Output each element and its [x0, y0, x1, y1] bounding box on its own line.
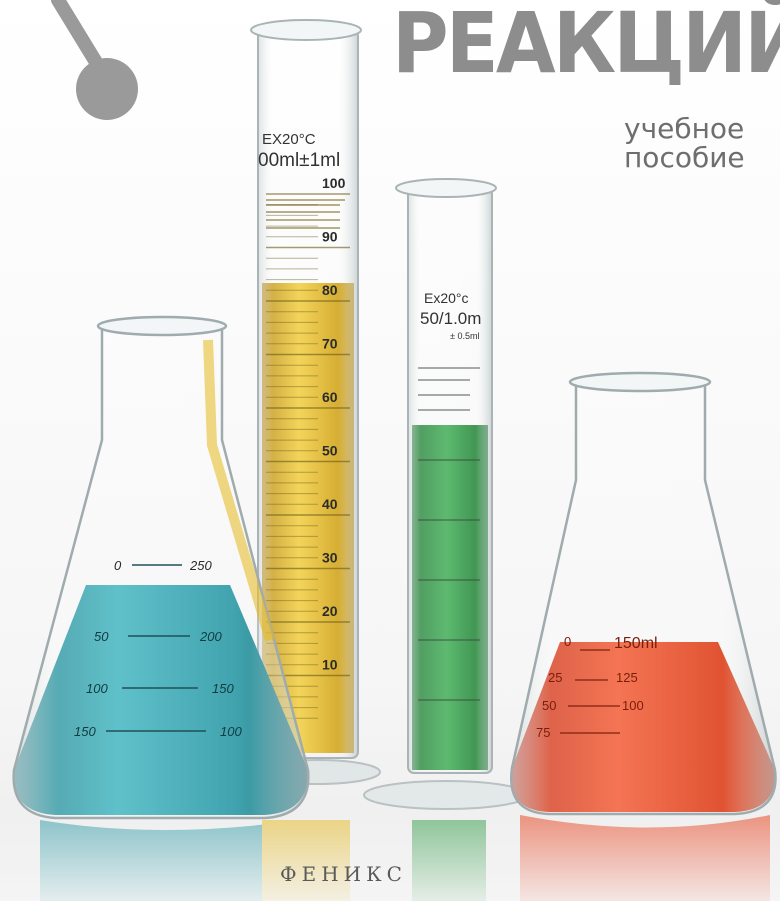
publisher-logo: ФЕНИКС: [280, 862, 407, 886]
graduated-cylinder-small: [363, 178, 529, 810]
cylinder-large-tick-label: 60: [322, 389, 338, 405]
cylinder-large-tick-label: 50: [322, 443, 338, 459]
subtitle-line-1: учебное: [624, 112, 745, 145]
erlenmeyer-flask-right: [510, 371, 777, 816]
cylinder-large-tick-label: 20: [322, 603, 338, 619]
cover-subtitle: учебное пособие: [624, 114, 745, 172]
flask-right-scale-l2: 50: [542, 698, 556, 713]
cylinder-small-spec-2: 50/1.0m: [420, 309, 481, 328]
erlenmeyer-flask-left: [12, 315, 310, 820]
flask-right-scale: 0 150ml 25 125 50 100 75: [536, 634, 658, 740]
flask-right-scale-r2: 100: [622, 698, 644, 713]
subtitle-line-2: пособие: [624, 141, 745, 174]
flask-right-scale-l3: 75: [536, 725, 550, 740]
flask-right-scale-l0: 0: [564, 634, 571, 649]
cylinder-small-labels: Ex20°c 50/1.0m ± 0.5ml: [420, 290, 481, 341]
flask-left-scale-r0: 250: [189, 558, 212, 573]
flask-right-scale-r0: 150ml: [614, 635, 658, 652]
cover-title: РЕАКЦИЙ: [392, 0, 780, 92]
cylinder-large-labels: EX20°C 00ml±1ml: [258, 131, 340, 171]
cylinder-small-spec-3: ± 0.5ml: [450, 331, 479, 341]
cylinder-large-tick-label: 70: [322, 336, 338, 352]
cylinder-large-tick-label: 40: [322, 496, 338, 512]
flask-left-scale-l1: 50: [94, 629, 109, 644]
cylinder-large-tick-label: 80: [322, 282, 338, 298]
table-reflections: [0, 810, 780, 901]
cylinder-large-spec-1: EX20°C: [262, 131, 316, 148]
cylinder-large-tick-label: 10: [322, 657, 338, 673]
cylinder-large-tick-labels: 100 90 80 70 60 50 40 30 20 10: [322, 175, 346, 673]
cylinder-large-tick-label: 90: [322, 229, 338, 245]
flask-left-scale-l2: 100: [86, 681, 108, 696]
cylinder-small-spec-1: Ex20°c: [424, 290, 469, 306]
logo-ball-icon: [51, 0, 138, 120]
flask-left-scale-r2: 150: [212, 681, 234, 696]
flask-left-scale-r1: 200: [199, 629, 222, 644]
flask-right-scale-l1: 25: [548, 670, 562, 685]
flask-left-scale: 0 250 50 200 100 150 150 100: [74, 558, 242, 739]
cylinder-large-spec-2: 00ml±1ml: [258, 150, 340, 171]
cylinder-large-tick-label: 100: [322, 175, 346, 191]
cylinder-large-tick-label: 30: [322, 550, 338, 566]
flask-left-scale-l0: 0: [114, 558, 122, 573]
flask-left-scale-r3: 100: [220, 724, 242, 739]
flask-left-scale-l3: 150: [74, 724, 96, 739]
flask-right-scale-r1: 125: [616, 670, 638, 685]
